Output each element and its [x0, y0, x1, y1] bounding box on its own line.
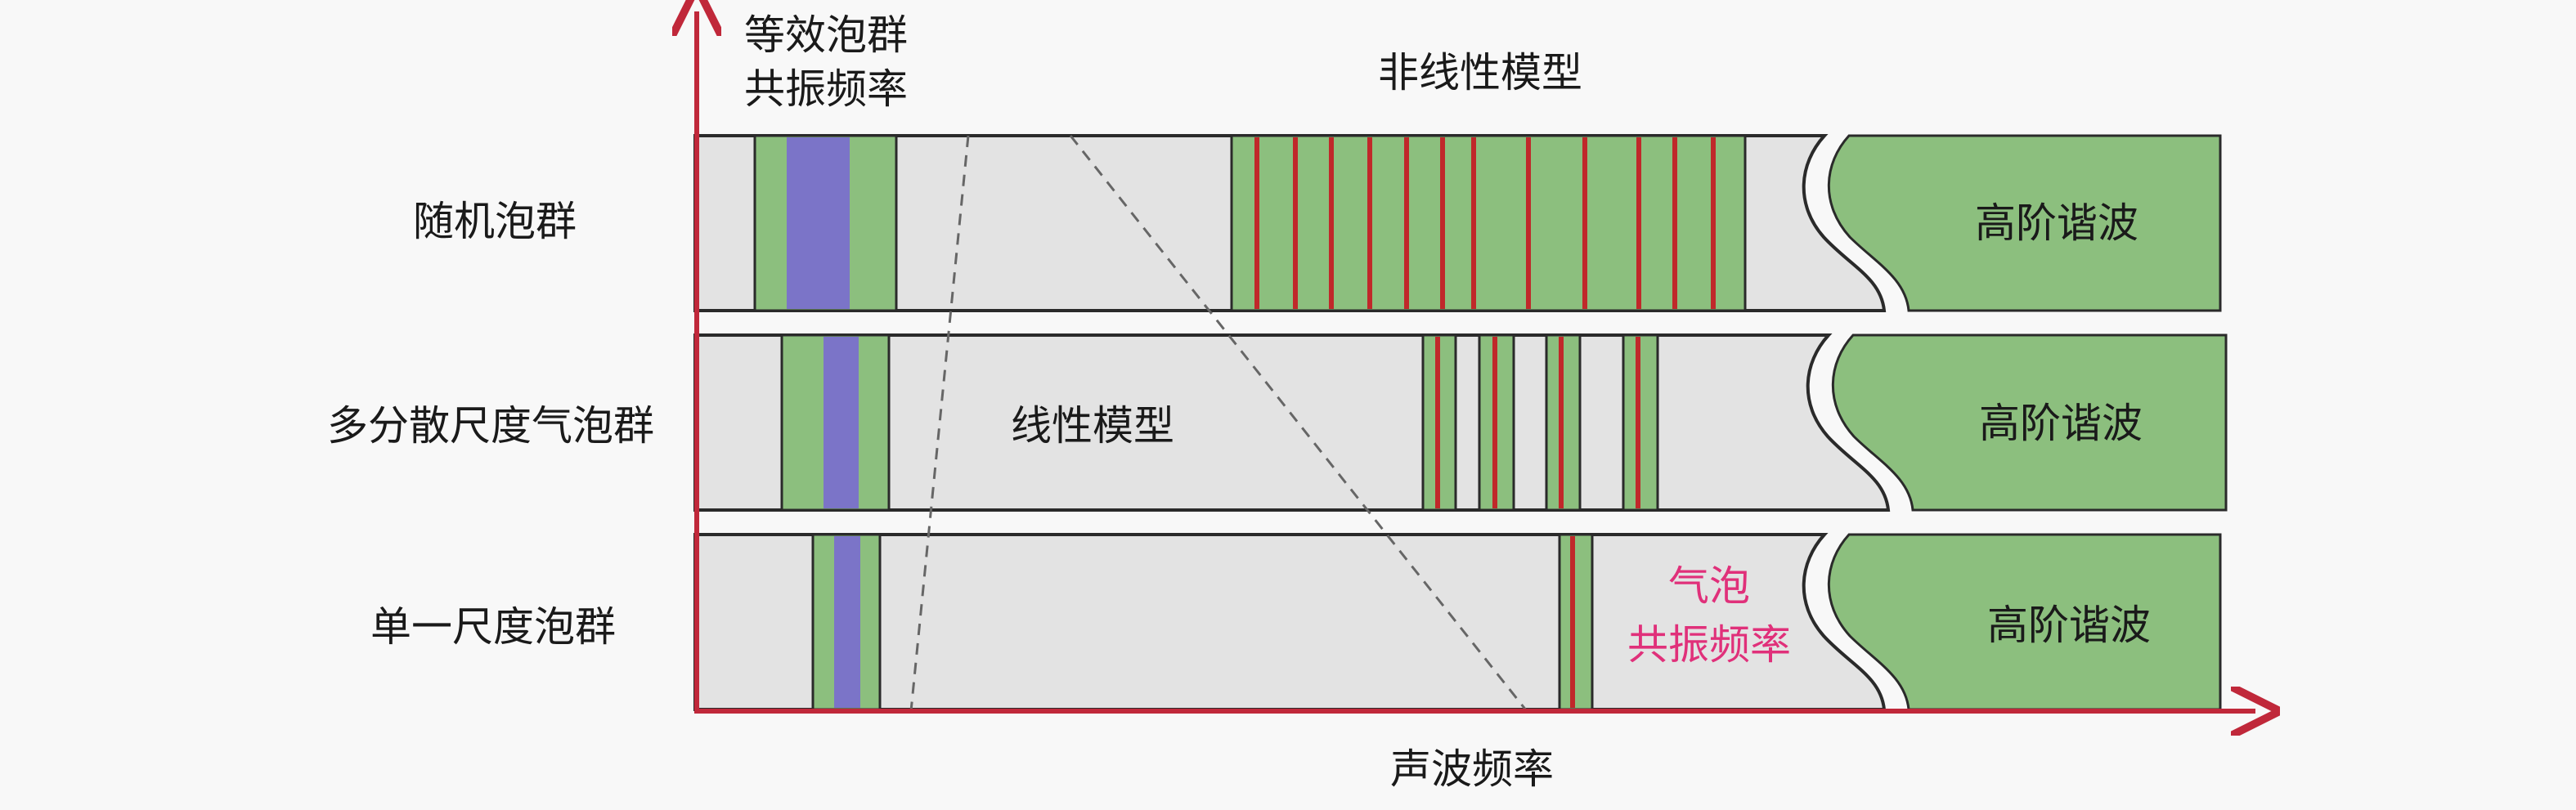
row2-harmonics-block	[1831, 333, 2228, 512]
equivalent-resonance-label-line2: 共振频率	[744, 65, 908, 113]
row1-harmonics-label: 高阶谐波	[1975, 199, 2138, 247]
row3-resonance-peak	[834, 536, 860, 708]
row3-harmonics-block	[1827, 533, 2222, 711]
row1-nonlinear-band	[1230, 134, 1747, 312]
nonlinear-model-label: 非线性模型	[1378, 49, 1582, 96]
row2-harmonics-label: 高阶谐波	[1979, 400, 2143, 447]
bubble-resonance-label-line1: 气泡	[1668, 562, 1750, 610]
row2-resonance-peak	[824, 337, 859, 508]
linear-model-label: 线性模型	[1011, 402, 1174, 450]
row2-label: 多分散尺度气泡群	[327, 402, 654, 450]
row-random-cluster: 随机泡群 高阶谐波	[413, 134, 2222, 312]
row1-resonance-peak	[787, 137, 850, 309]
bubble-resonance-label-line2: 共振频率	[1627, 621, 1791, 669]
row1-red-lines	[1254, 137, 1716, 309]
row3-label: 单一尺度泡群	[370, 603, 616, 651]
row-polydisperse-cluster: 多分散尺度气泡群 线性模型 高阶谐波	[327, 333, 2228, 512]
row-single-scale-cluster: 单一尺度泡群 气泡 共振频率 高阶谐波	[370, 533, 2222, 711]
equivalent-resonance-label-line1: 等效泡群	[744, 11, 908, 59]
resonance-shift-dashed-line	[909, 135, 970, 712]
x-axis-label: 声波频率	[1390, 745, 1554, 793]
row3-harmonics-label: 高阶谐波	[1987, 602, 2151, 649]
row2-background-band	[693, 333, 1891, 512]
linear-nonlinear-boundary-dashed-line	[1069, 135, 1528, 712]
row1-harmonics-block	[1827, 134, 2222, 312]
row3-bubble-resonance-band	[1558, 533, 1594, 711]
row1-label: 随机泡群	[413, 198, 577, 245]
